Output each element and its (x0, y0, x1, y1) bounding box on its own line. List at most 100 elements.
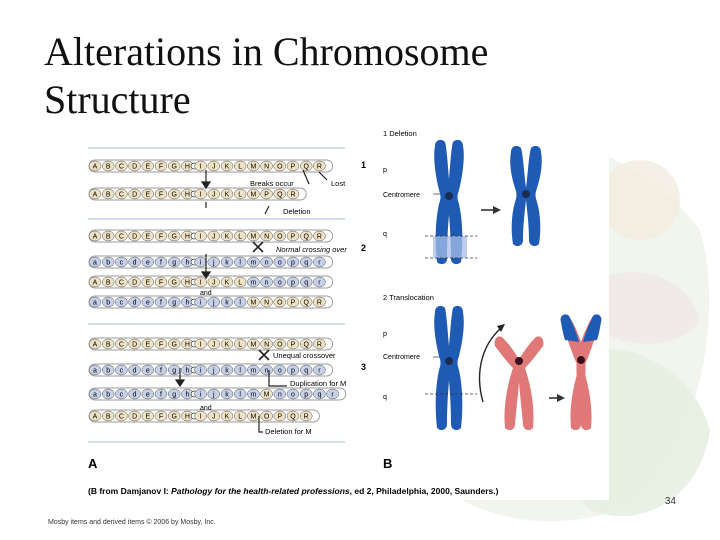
bead (286, 160, 300, 172)
bead (88, 410, 102, 422)
bead-letter: m (250, 280, 256, 287)
bead (260, 338, 273, 350)
bead (207, 160, 221, 172)
annotation-marks (174, 169, 328, 433)
bead (115, 276, 128, 288)
bead (313, 388, 326, 400)
bead-letter: F (159, 280, 163, 287)
bead-letter: p (304, 392, 308, 399)
bead (233, 160, 247, 172)
bead-letter: P (291, 342, 296, 349)
bead-letter: O (264, 414, 270, 421)
bead-letter: K (225, 234, 230, 241)
bead (167, 256, 181, 268)
bead-letter: e (146, 392, 150, 399)
bead-letter: p (291, 280, 295, 287)
bead (286, 388, 300, 400)
bead-letter: Q (303, 300, 309, 307)
bead (154, 296, 168, 308)
bead-letter: D (132, 342, 137, 349)
chromosome-translocated (560, 314, 602, 431)
bead-letter: A (93, 280, 98, 287)
bead (260, 410, 273, 422)
bead-letter: f (160, 300, 162, 307)
bead-letter: J (212, 164, 216, 171)
bead (299, 276, 313, 288)
figure-caption: (B from Damjanov I: Pathology for the he… (88, 486, 499, 496)
bead (247, 296, 260, 308)
bead-letter: p (291, 260, 295, 267)
bead-letter: C (119, 280, 124, 287)
bead-letter: G (171, 342, 176, 349)
bead (273, 256, 287, 268)
label-q: q (383, 231, 387, 238)
bead-letter: H (185, 414, 190, 421)
chromosome-blue-translocation (425, 305, 477, 431)
page-number: 34 (664, 496, 676, 507)
bead-letter: G (171, 280, 176, 287)
bead-letter: h (185, 368, 189, 375)
bead-letter: N (264, 300, 269, 307)
bead (313, 364, 326, 376)
bead-letter: J (212, 280, 216, 287)
bead-letter: O (277, 234, 283, 241)
bead (115, 388, 128, 400)
bead-letter: G (171, 192, 176, 199)
bead-letter: q (304, 260, 308, 267)
bead (207, 276, 221, 288)
bead (141, 410, 155, 422)
bead (299, 410, 313, 422)
bead-letter: H (185, 192, 190, 199)
chromosome-normal-deletion (425, 139, 477, 265)
bead-letter: Q (303, 342, 309, 349)
slide-title: Alterations in Chromosome Structure (44, 29, 489, 122)
bead-letter: H (185, 342, 190, 349)
bead-letter: A (93, 164, 98, 171)
bead-letter: c (120, 260, 124, 267)
bead (313, 256, 326, 268)
bead-letter: N (264, 234, 269, 241)
bead (115, 338, 128, 350)
bead-letter: D (132, 192, 137, 199)
bead-letter: B (106, 342, 111, 349)
bead-letter: i (200, 392, 202, 399)
bead-letter: P (264, 192, 269, 199)
bead-letter: i (200, 368, 202, 375)
bead-letter: d (133, 392, 137, 399)
bead-letter: a (93, 260, 97, 267)
bead-letter: g (172, 260, 176, 267)
bead (260, 388, 273, 400)
bead-letter: M (250, 300, 256, 307)
bead-letter: I (200, 192, 202, 199)
bead-letter: k (225, 392, 229, 399)
bead (207, 388, 221, 400)
bead-letter: a (93, 300, 97, 307)
bead (247, 188, 260, 200)
bead (115, 160, 128, 172)
copyright-footer: Mosby items and derived items © 2006 by … (48, 519, 216, 526)
bead (326, 388, 339, 400)
bead (128, 276, 141, 288)
bead-letter: F (159, 414, 163, 421)
bead (88, 160, 102, 172)
arrow-translocation (478, 327, 502, 403)
bead-letter: D (132, 234, 137, 241)
label-p: p (383, 167, 387, 174)
bead (299, 338, 313, 350)
bead (154, 388, 168, 400)
bead-letter: q (304, 368, 308, 375)
bead (88, 256, 102, 268)
bead (141, 256, 155, 268)
bead-letter: D (132, 414, 137, 421)
bead (167, 188, 181, 200)
bead-letter: j (212, 300, 215, 307)
annotation-and-2: and (200, 405, 212, 412)
bead-letter: F (159, 342, 163, 349)
bead (207, 256, 221, 268)
bead-letter: B (106, 280, 111, 287)
chromosome-after-deletion (510, 145, 542, 247)
bead-letter: o (278, 280, 282, 287)
